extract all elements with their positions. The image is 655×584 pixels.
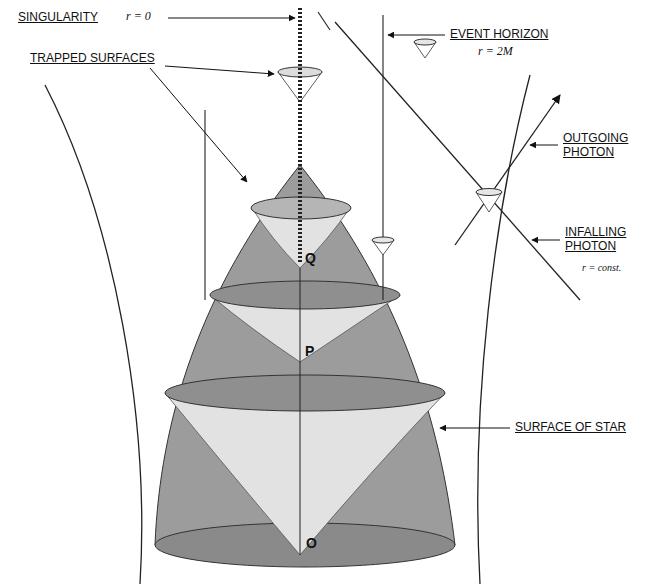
- outgoing-photon-line: [455, 95, 560, 245]
- horizon-line: [204, 110, 205, 300]
- point-label: O: [306, 535, 317, 551]
- trapped-surfaces-label: TRAPPED SURFACES: [30, 52, 155, 66]
- trapped-surface: [210, 281, 400, 309]
- horizon-line: [382, 15, 383, 300]
- outer-curve: [478, 75, 530, 584]
- leader-arrow: [150, 68, 247, 182]
- leader-arrow: [530, 145, 558, 146]
- light-cone-top: [414, 39, 436, 45]
- singularity-label: SINGULARITY: [18, 11, 98, 25]
- leader-arrow: [532, 240, 560, 241]
- surface-of-star-label: SURFACE OF STAR: [515, 421, 626, 435]
- event-horizon-label: EVENT HORIZON: [450, 28, 548, 42]
- infalling-photon-line: [335, 22, 580, 300]
- coordinate-label: r = 2M: [478, 45, 513, 59]
- point-label: P: [305, 343, 314, 359]
- leader-arrow: [388, 35, 445, 36]
- infalling-photon-label: INFALLING PHOTON: [565, 226, 651, 254]
- light-cone-top: [476, 189, 502, 196]
- leader-arrow: [165, 66, 274, 74]
- singularity-line: [298, 8, 302, 262]
- trapped-surface: [165, 375, 445, 411]
- leader-arrow: [168, 18, 295, 19]
- outgoing-photon-label: OUTGOING PHOTON: [563, 132, 649, 160]
- outer-curve: [45, 85, 142, 584]
- leader-arrow: [440, 428, 510, 429]
- light-cone-top: [372, 237, 394, 243]
- photon-stub: [318, 12, 330, 30]
- coordinate-label: r = 0: [126, 10, 151, 24]
- point-label: Q: [305, 250, 316, 266]
- centre-line: [300, 268, 301, 555]
- coordinate-label: r = const.: [582, 262, 621, 274]
- light-cone: [165, 393, 445, 555]
